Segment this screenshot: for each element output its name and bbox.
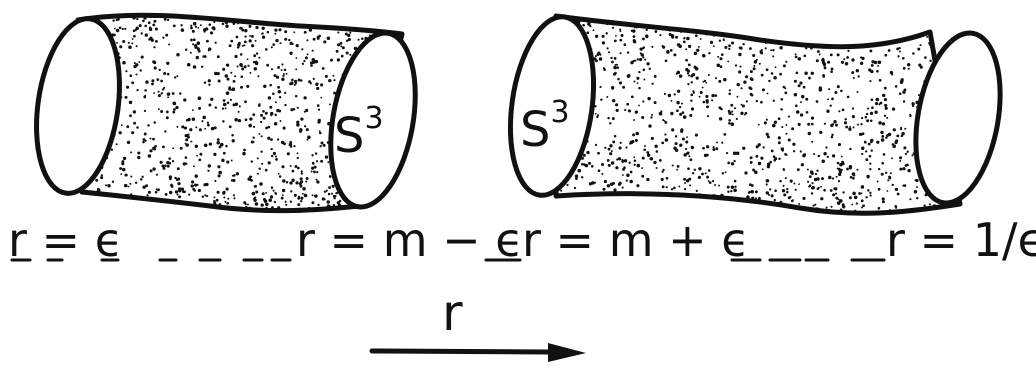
right-cylinder-s3-label: S3 [520, 95, 570, 158]
left-cylinder-s3-label: S3 [334, 101, 384, 164]
right-cylinder-right-cap [913, 30, 1003, 206]
right-cylinder-body [553, 13, 963, 216]
left-cylinder-left-cap [34, 16, 122, 196]
label-r-m-minus-epsilon: r = m − ϵ [296, 213, 524, 267]
left-cylinder-right-cap [328, 30, 418, 210]
arrow-shaft [369, 348, 551, 355]
arrow-head-icon [548, 343, 586, 362]
right-cylinder: S3 [507, 13, 1003, 216]
left-cylinder: S3 [34, 12, 418, 214]
label-r-m-plus-epsilon: r = m + ϵ [522, 213, 750, 267]
label-r-epsilon: r = ϵ [8, 213, 123, 267]
r-direction-arrow: r [369, 284, 586, 362]
arrow-label-r: r [442, 284, 463, 342]
right-cylinder-left-cap [507, 14, 597, 198]
label-r-one-over-epsilon: r = 1/ϵ [886, 213, 1036, 267]
